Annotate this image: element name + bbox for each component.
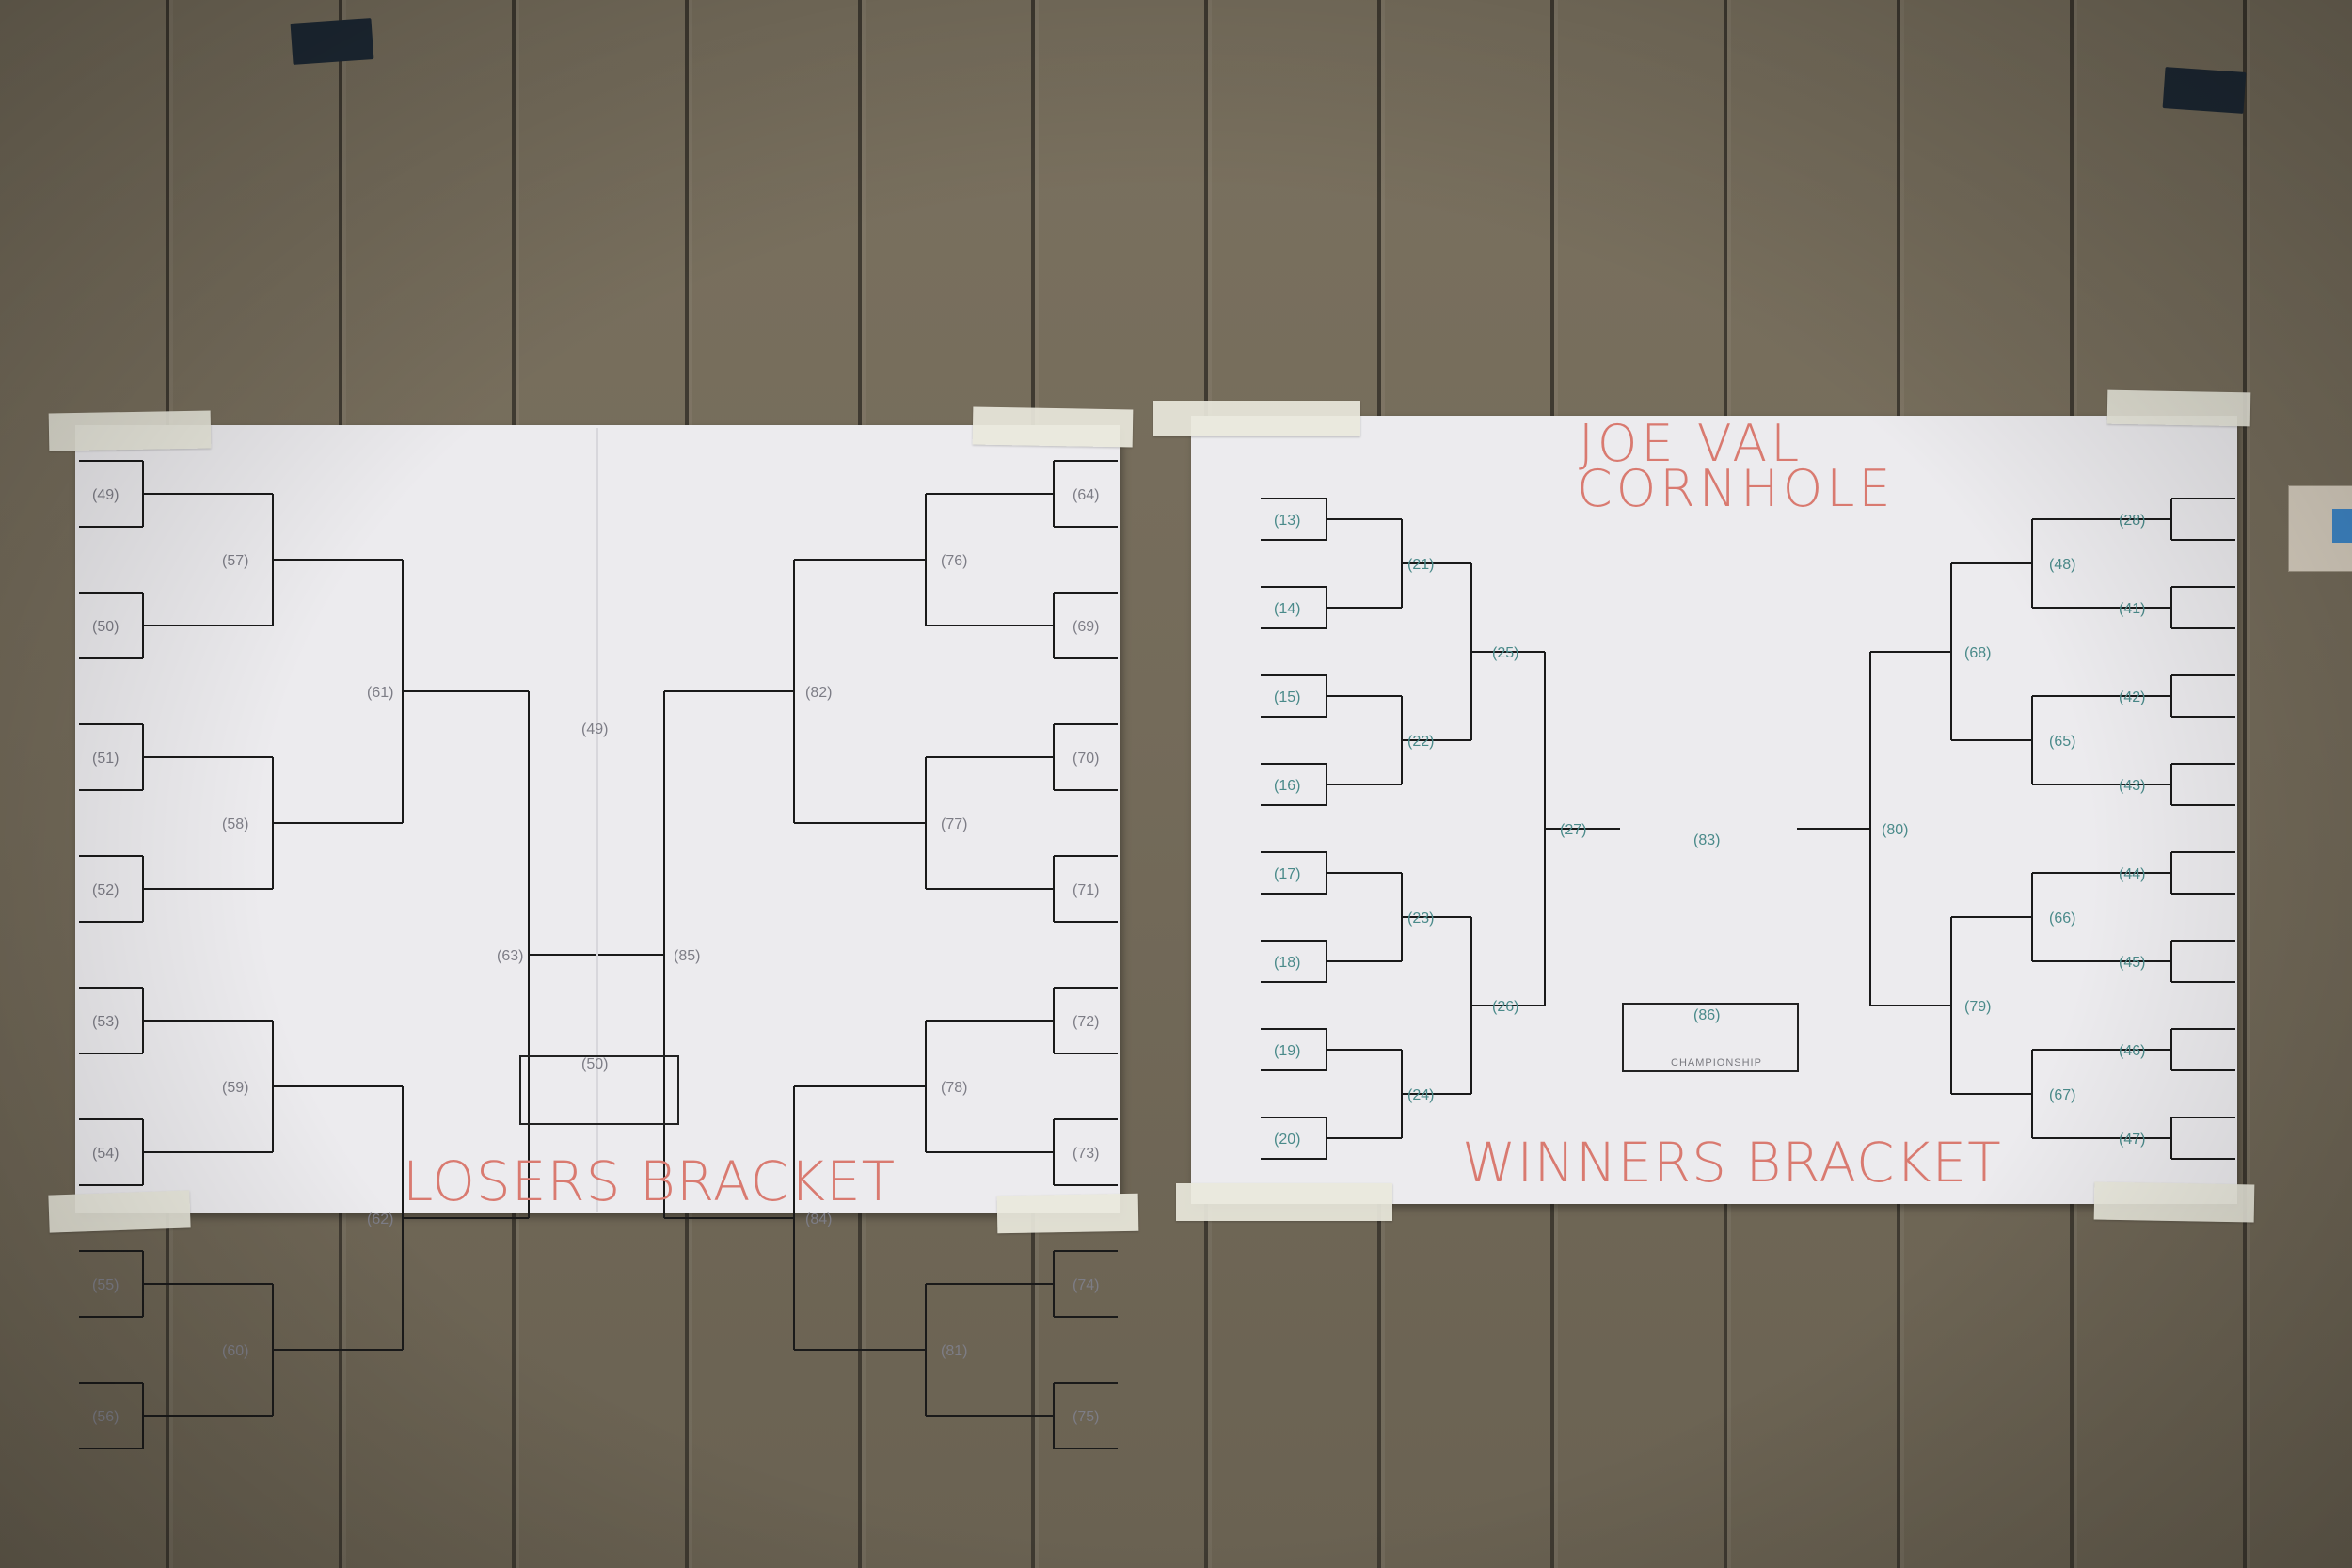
winner-game-number: (19) [1274,1043,1300,1059]
loser-game-number: (77) [941,816,967,832]
winner-game-number: (13) [1274,513,1300,529]
winner-game-number: (26) [1492,999,1518,1015]
loser-game-number: (53) [92,1014,119,1030]
winner-game-number: (16) [1274,778,1300,794]
loser-game-number: (63) [497,948,523,964]
winners-bracket-title: WINNERS BRACKET [1462,1131,2002,1195]
loser-game-number: (76) [941,553,967,569]
winner-game-number: (17) [1274,866,1300,882]
winner-game-number: (24) [1407,1087,1434,1103]
winner-game-number: (42) [2119,689,2145,705]
loser-game-number: (54) [92,1146,119,1162]
winner-game-number: (45) [2119,955,2145,971]
winner-game-number: (20) [1274,1132,1300,1148]
winner-game-number: (28) [2119,513,2145,529]
tape-winners-top-left [1153,401,1360,436]
winner-game-number: (46) [2119,1043,2145,1059]
loser-game-number: (52) [92,882,119,898]
losers-final-box [519,1055,679,1125]
loser-game-number: (50) [92,619,119,635]
winner-game-number: (15) [1274,689,1300,705]
tape-winners-bottom-right [2094,1182,2255,1223]
winner-game-number: (27) [1560,822,1586,838]
loser-game-number: (71) [1073,882,1099,898]
loser-game-number: (59) [222,1080,248,1096]
loser-game-number: (62) [367,1212,393,1227]
loser-game-number: (64) [1073,487,1099,503]
winner-game-number: (22) [1407,734,1434,750]
winner-game-number: (79) [1964,999,1991,1015]
loser-game-number: (75) [1073,1409,1099,1425]
loser-game-number: (60) [222,1343,248,1359]
winner-game-number: (65) [2049,734,2075,750]
losers-bracket-title: LOSERS BRACKET [403,1149,896,1213]
loser-game-number: (61) [367,685,393,701]
loser-game-number: (56) [92,1409,119,1425]
tape-winners-bottom-left [1176,1183,1392,1221]
winner-game-number: (68) [1964,645,1991,661]
loser-game-number: (84) [805,1212,832,1227]
loser-game-number: (70) [1073,751,1099,767]
loser-game-number: (85) [674,948,700,964]
winner-game-number: (83) [1693,832,1720,848]
winner-game-number: (67) [2049,1087,2075,1103]
tape-losers-top-left [49,411,212,451]
winner-game-number: (41) [2119,601,2145,617]
loser-game-number: (55) [92,1277,119,1293]
loser-game-number: (81) [941,1343,967,1359]
winner-game-number: (21) [1407,557,1434,573]
winner-game-number: (48) [2049,557,2075,573]
winner-game-number: (44) [2119,866,2145,882]
loser-game-number: (57) [222,553,248,569]
winner-game-number: (18) [1274,955,1300,971]
tape-losers-bottom-left [48,1190,190,1232]
brand-title-line2: CORNHOLE [1577,459,1894,518]
loser-game-number: (72) [1073,1014,1099,1030]
winner-game-number: (23) [1407,911,1434,927]
winner-game-number: (80) [1882,822,1908,838]
loser-game-number: (78) [941,1080,967,1096]
loser-game-number: (49) [581,721,608,737]
tape-winners-top-right [2107,390,2251,427]
winner-game-number: (14) [1274,601,1300,617]
tape-losers-bottom-right [997,1194,1139,1234]
winner-game-number: (66) [2049,911,2075,927]
winner-game-number: (25) [1492,645,1518,661]
tape-losers-top-right [973,407,1134,448]
loser-game-number: (69) [1073,619,1099,635]
loser-game-number: (51) [92,751,119,767]
loser-game-number: (49) [92,487,119,503]
loser-game-number: (73) [1073,1146,1099,1162]
loser-game-number: (82) [805,685,832,701]
winner-game-number: (47) [2119,1132,2145,1148]
loser-game-number: (74) [1073,1277,1099,1293]
loser-game-number: (58) [222,816,248,832]
winner-game-number: (43) [2119,778,2145,794]
championship-label: CHAMPIONSHIP [1671,1057,1762,1069]
